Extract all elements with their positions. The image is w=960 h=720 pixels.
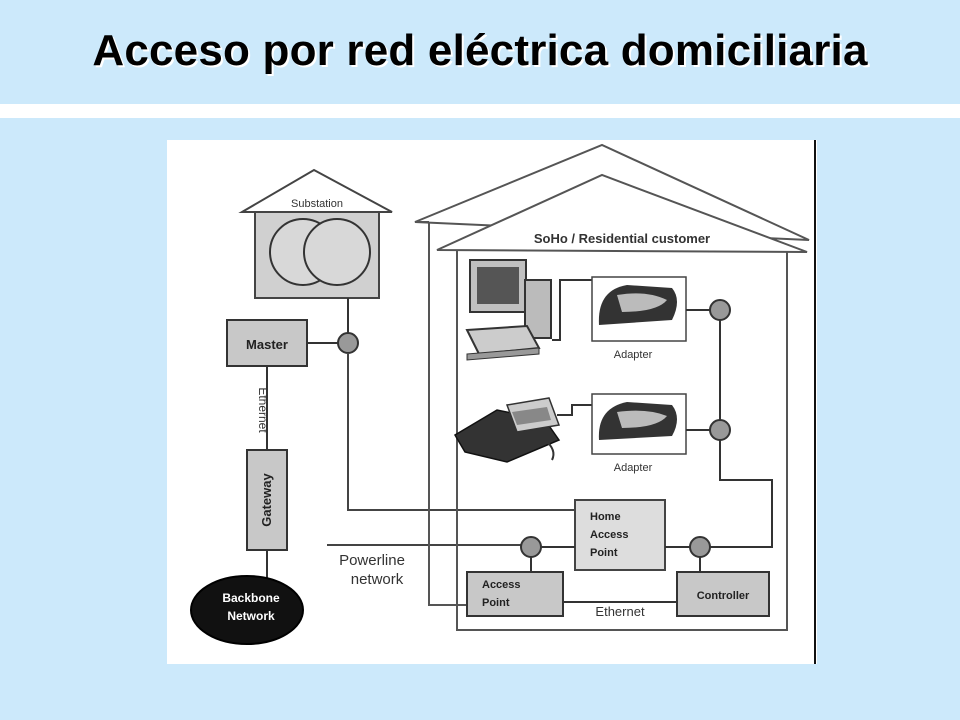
home-access-point: Home Access Point bbox=[574, 499, 666, 571]
coupler-top bbox=[709, 299, 731, 321]
powerline-label-1: Powerline bbox=[339, 552, 405, 569]
adapter-top-label: Adapter bbox=[614, 349, 653, 361]
ethernet-vertical-label: Ethernet bbox=[256, 387, 270, 433]
access-point-label-1: Access bbox=[482, 579, 521, 591]
access-point: Access Point bbox=[466, 571, 564, 617]
controller: Controller bbox=[676, 571, 770, 617]
telephone bbox=[453, 397, 561, 463]
transformer-coil-right bbox=[303, 218, 371, 286]
controller-label: Controller bbox=[697, 590, 750, 602]
coupler-controller bbox=[689, 536, 711, 558]
home-ap-label-1: Home bbox=[590, 511, 621, 523]
ethernet-bottom-label: Ethernet bbox=[595, 604, 645, 619]
gateway-label: Gateway bbox=[259, 472, 274, 526]
home-ap-label-2: Access bbox=[590, 529, 629, 541]
house-label: SoHo / Residential customer bbox=[534, 231, 710, 246]
powerline-diagram: Substation Master Ethernet Gateway Backb… bbox=[167, 140, 817, 664]
access-point-label-2: Point bbox=[482, 597, 510, 609]
adapter-top: Adapter bbox=[591, 276, 687, 361]
title-bar: Acceso por red eléctrica domiciliaria bbox=[0, 0, 960, 104]
slide-title: Acceso por red eléctrica domiciliaria bbox=[92, 26, 868, 75]
home-ap-label-3: Point bbox=[590, 547, 618, 559]
title-divider bbox=[0, 104, 960, 118]
gateway-box: Gateway bbox=[246, 449, 288, 551]
coupler-bottom bbox=[709, 419, 731, 441]
adapter-bottom: Adapter bbox=[591, 393, 687, 474]
master-box: Master bbox=[226, 319, 308, 367]
master-label: Master bbox=[246, 337, 288, 352]
coupler-access-point bbox=[520, 536, 542, 558]
backbone-label-1: Backbone bbox=[222, 591, 280, 605]
powerline-label-2: network bbox=[351, 571, 404, 588]
backbone-label-2: Network bbox=[227, 609, 275, 623]
substation-label: Substation bbox=[291, 198, 343, 210]
backbone-network: Backbone Network bbox=[190, 575, 304, 645]
computer bbox=[465, 259, 552, 361]
substation-coupler bbox=[337, 332, 359, 354]
substation: Substation bbox=[238, 168, 393, 299]
adapter-bottom-label: Adapter bbox=[614, 462, 653, 474]
